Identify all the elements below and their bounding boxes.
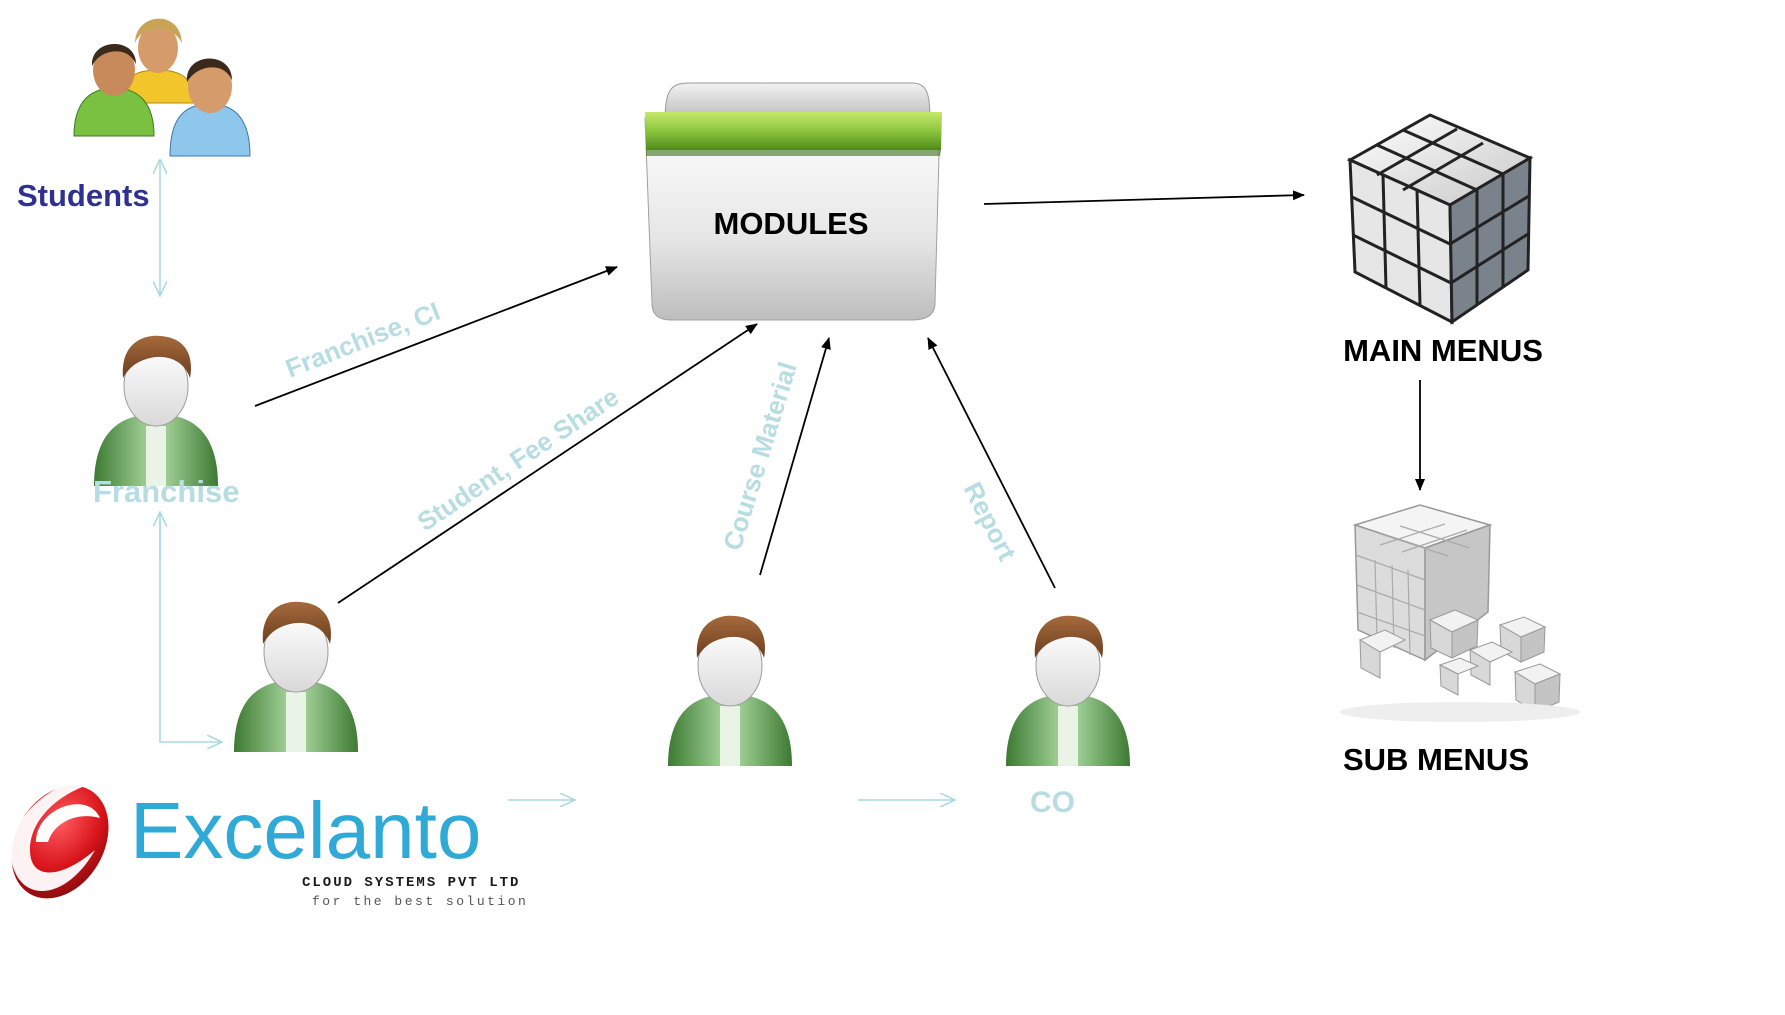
franchise-label: Franchise (93, 474, 239, 509)
modules-to-main-menus-arrow (983, 190, 1305, 205)
modules-label: MODULES (714, 206, 869, 241)
course-material-edge-label: Course Material (717, 358, 803, 553)
franchise-person-icon (93, 335, 219, 487)
franchise-ci-edge-label: Franchise, CI (281, 296, 444, 384)
user-group-icon (73, 18, 251, 157)
student-to-modules-arrow (337, 323, 758, 604)
cube-icon (1346, 113, 1534, 325)
student-person-icon (233, 601, 359, 753)
logo-slogan: for the best solution (312, 894, 528, 909)
co-to-modules-arrow (927, 337, 1056, 589)
sub-menus-label: SUB MENUS (1343, 742, 1529, 777)
cube-pieces-icon (1340, 504, 1580, 722)
course-person-icon (667, 615, 793, 767)
course-to-modules-arrow (759, 337, 831, 576)
folder-icon (644, 82, 942, 321)
franchise-to-modules-arrow (254, 266, 618, 407)
logo-name: Excelanto (130, 786, 481, 875)
franchise-down-connector (159, 520, 222, 742)
main-menus-label: MAIN MENUS (1343, 333, 1543, 368)
excelanto-logo: Excelanto CLOUD SYSTEMS PVT LTD for the … (10, 776, 528, 909)
report-edge-label: Report (958, 477, 1023, 566)
co-label: CO (1030, 786, 1075, 819)
co-person-icon (1005, 615, 1131, 767)
logo-tagline: CLOUD SYSTEMS PVT LTD (302, 875, 520, 891)
students-label: Students (17, 178, 150, 213)
student-fee-share-edge-label: Student, Fee Share (412, 381, 625, 537)
